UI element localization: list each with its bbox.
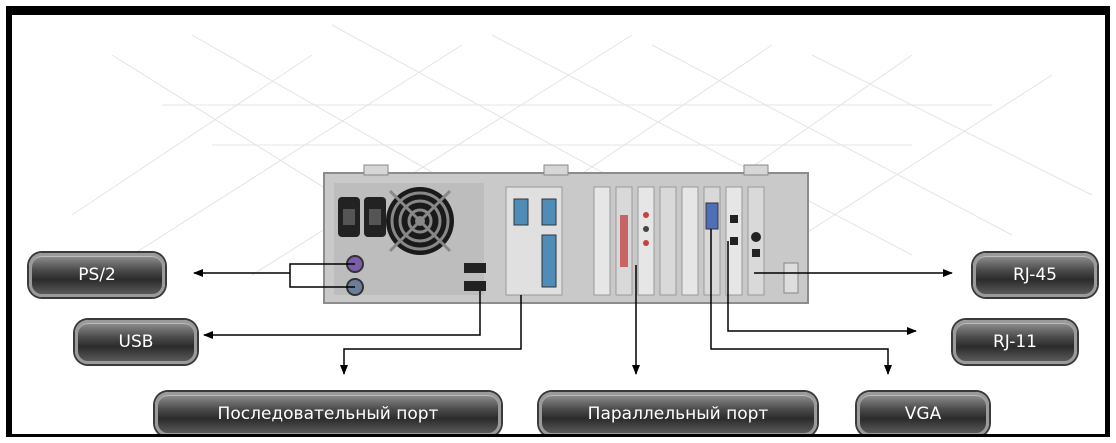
ps2-label: PS/2 [29,253,165,297]
rj11-port-icon [730,215,738,245]
rj11-label: RJ-11 [953,320,1077,364]
usb-port-icon [464,263,486,291]
parallel-port-icon [541,198,557,288]
serial-port-icon [513,198,529,226]
computer-back-panel [323,164,809,304]
parallel-port-label: Параллельный порт [539,392,817,434]
serial-port-label: Последовательный порт [155,392,501,434]
power-socket-icon [338,197,386,237]
rj45-label: RJ-45 [973,253,1097,297]
rj45-port-icon [751,232,761,257]
connector-lines [193,229,953,375]
vga-port-icon [705,202,719,230]
fan-icon [386,187,454,255]
expansion-slots [593,186,765,296]
diagram-frame: PS/2 USB Последовательный порт Параллель… [6,6,1110,437]
background-grid [71,24,1093,276]
usb-label: USB [75,320,197,364]
vga-label: VGA [857,392,989,434]
computer-rear-panel-diagram [71,24,1093,375]
